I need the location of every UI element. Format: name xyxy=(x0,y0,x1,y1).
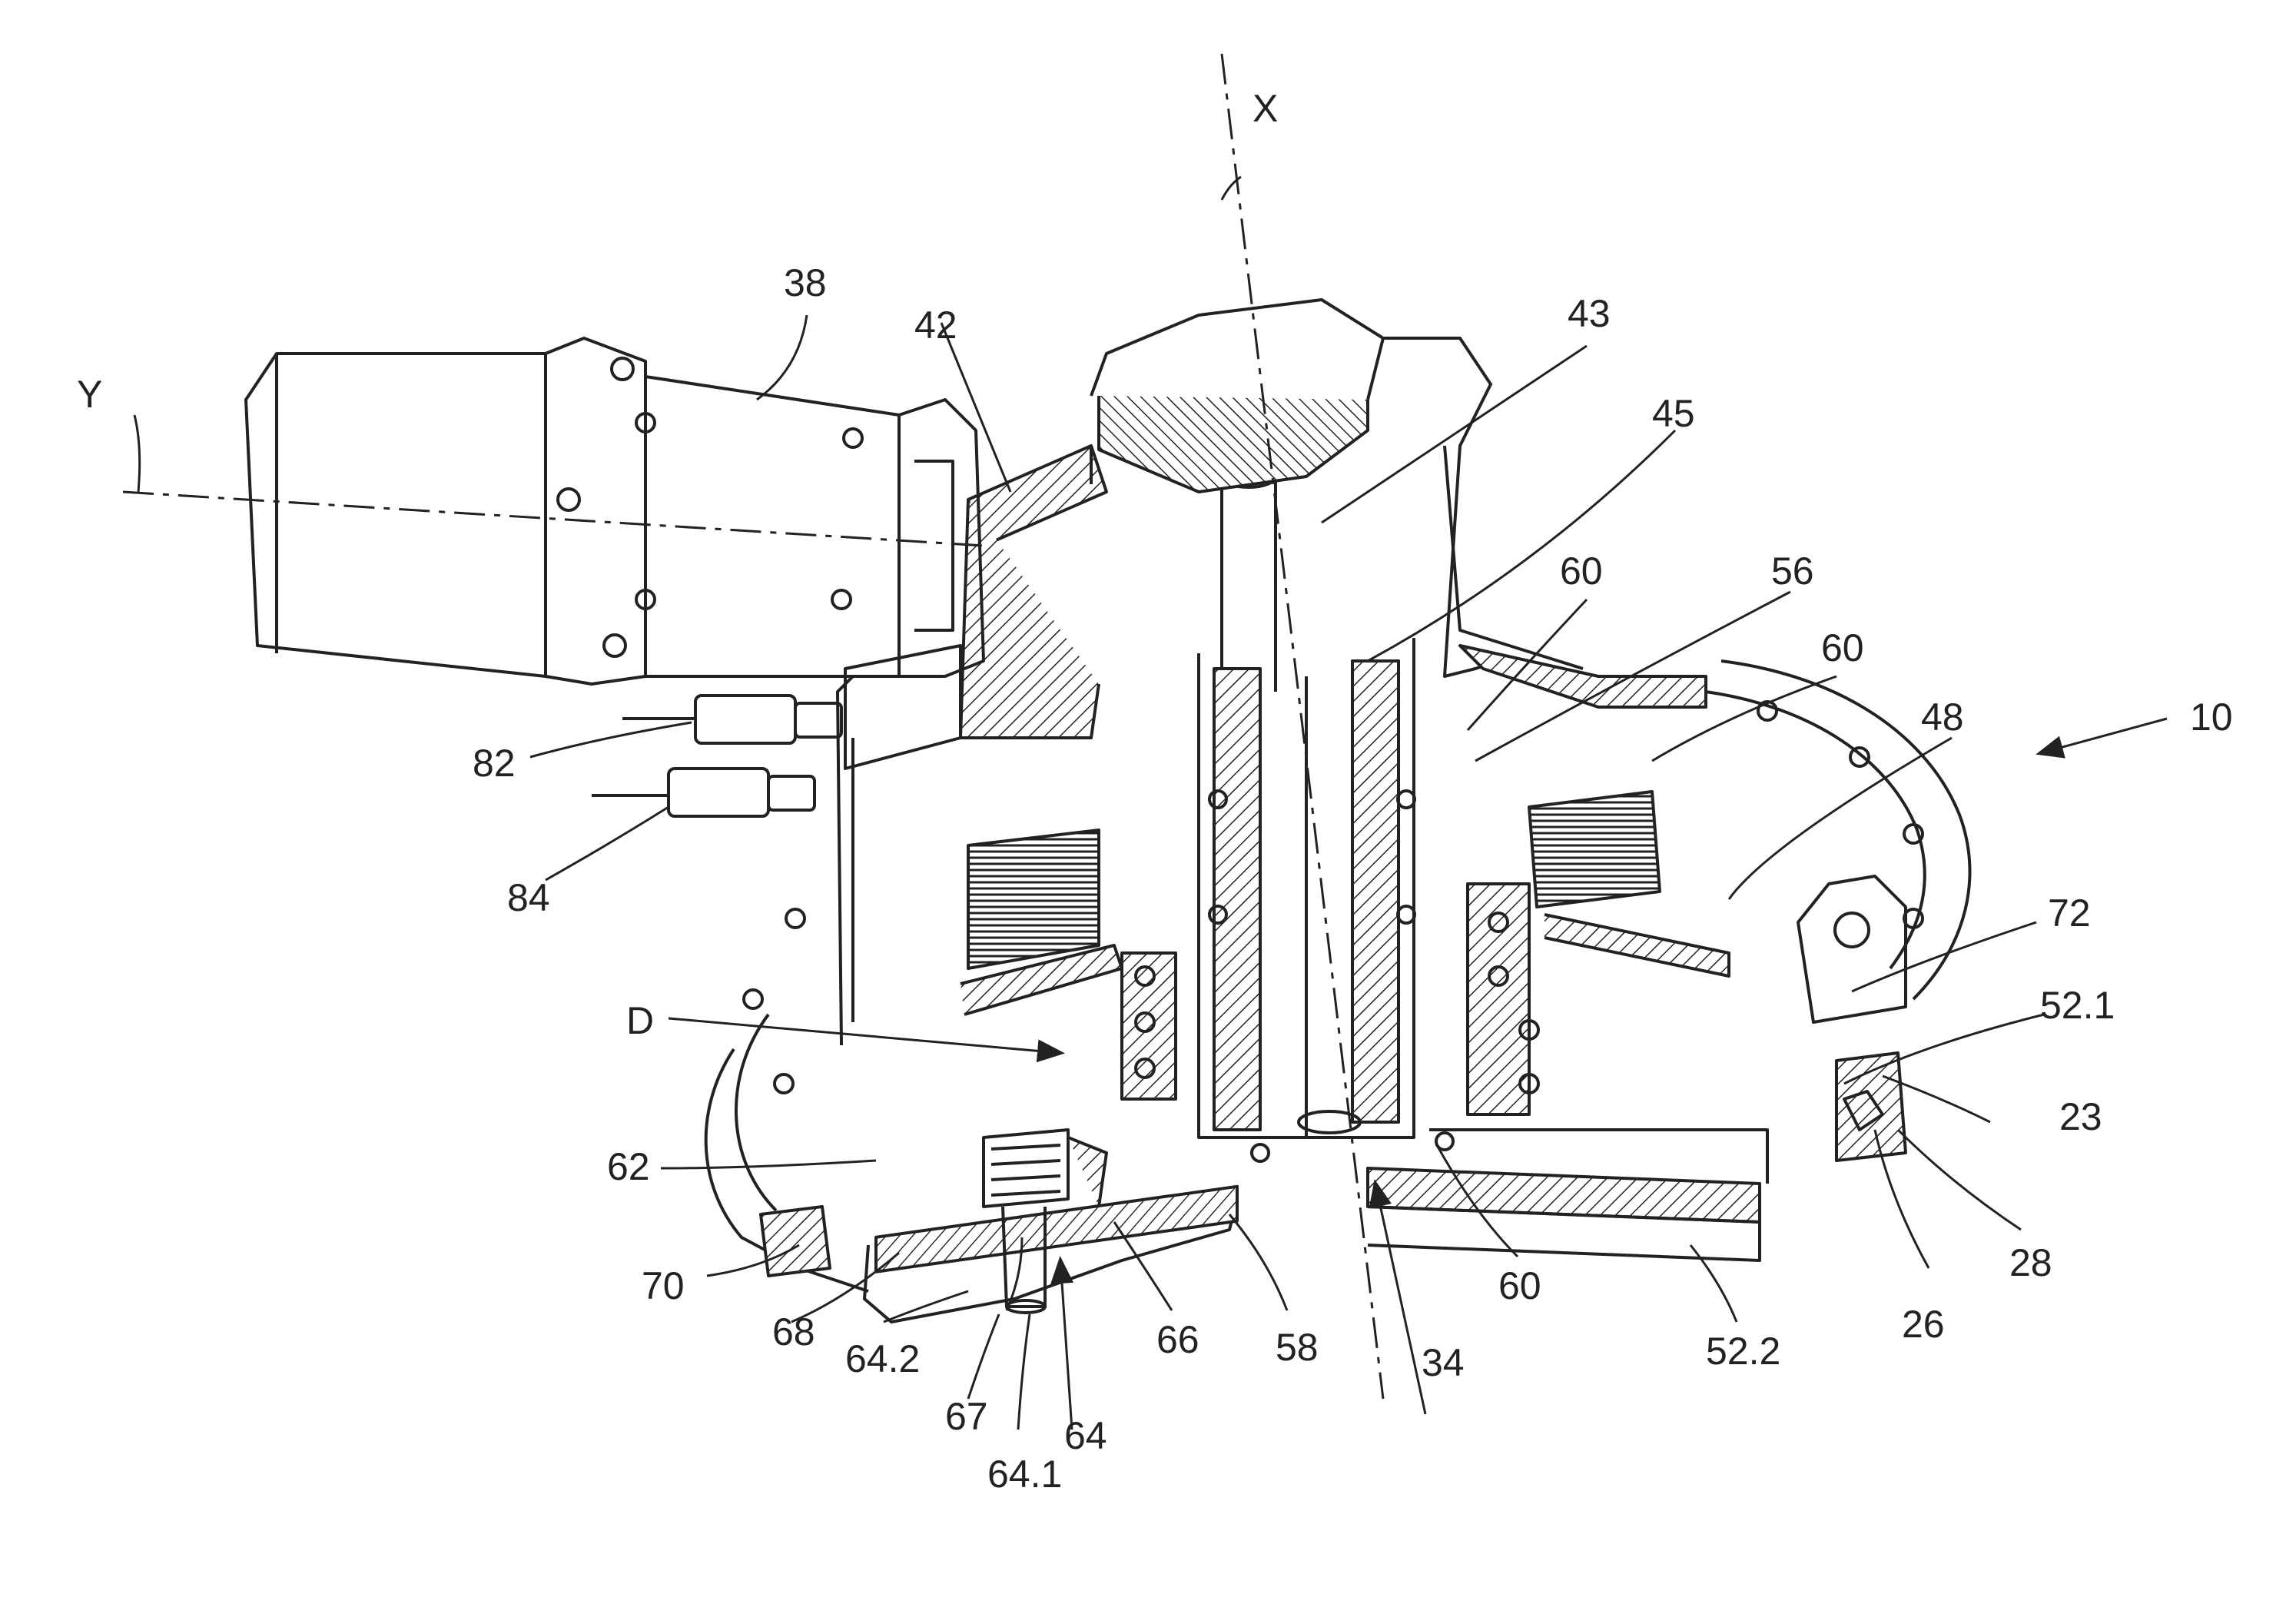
label-42: 42 xyxy=(914,304,957,347)
label-28: 28 xyxy=(2009,1241,2052,1284)
label-d: D xyxy=(626,999,654,1042)
label-45: 45 xyxy=(1652,392,1695,435)
central-shaft xyxy=(1199,466,1414,1137)
left-foot xyxy=(761,1207,830,1276)
label-60-lower: 60 xyxy=(1498,1264,1541,1307)
label-62: 62 xyxy=(607,1145,650,1188)
label-x: X xyxy=(1253,87,1278,130)
stepper-motor xyxy=(246,338,984,684)
label-48: 48 xyxy=(1921,696,1964,739)
bottom-plate xyxy=(864,1130,1767,1322)
clamp-ring xyxy=(1836,1053,1906,1161)
label-68: 68 xyxy=(772,1310,815,1353)
label-66: 66 xyxy=(1156,1318,1199,1361)
label-26: 26 xyxy=(1902,1303,1945,1346)
label-82: 82 xyxy=(473,742,516,785)
label-70: 70 xyxy=(642,1264,685,1307)
label-58: 58 xyxy=(1276,1326,1319,1369)
right-bolt-block xyxy=(1798,876,1906,1022)
label-84: 84 xyxy=(507,876,550,919)
label-64-1: 64.1 xyxy=(987,1453,1062,1496)
arrow-34 xyxy=(1375,1184,1425,1414)
label-10: 10 xyxy=(2190,696,2233,739)
label-64: 64 xyxy=(1064,1414,1107,1457)
label-64-2: 64.2 xyxy=(845,1337,920,1380)
label-52-2: 52.2 xyxy=(1706,1330,1780,1373)
label-34: 34 xyxy=(1422,1341,1465,1384)
arrow-64 xyxy=(1060,1260,1072,1430)
label-43: 43 xyxy=(1568,292,1611,335)
label-38: 38 xyxy=(784,261,827,304)
arrow-10 xyxy=(2040,719,2167,753)
label-72: 72 xyxy=(2048,892,2091,935)
connectors xyxy=(592,696,841,816)
label-y: Y xyxy=(77,373,102,416)
arrow-d xyxy=(669,1018,1060,1053)
label-56: 56 xyxy=(1771,550,1814,593)
label-52-1: 52.1 xyxy=(2040,984,2115,1027)
label-60-upper: 60 xyxy=(1560,550,1603,593)
label-67: 67 xyxy=(945,1395,988,1438)
label-60-right: 60 xyxy=(1821,626,1864,669)
label-23: 23 xyxy=(2059,1095,2102,1138)
bearing-rollers xyxy=(1122,791,1538,1161)
stator-windings xyxy=(961,792,1729,1015)
